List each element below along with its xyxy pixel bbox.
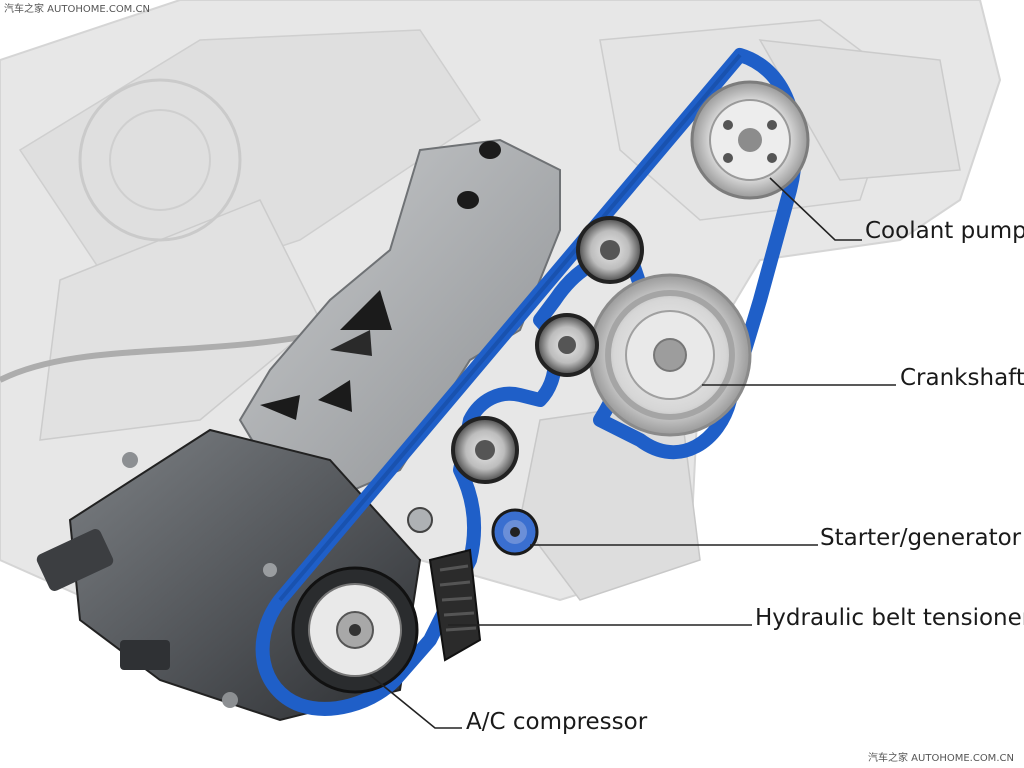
crankshaft-pulley xyxy=(588,273,752,437)
leader-line-coolant-pump xyxy=(769,177,862,241)
idler-pulley-upper xyxy=(576,216,644,284)
hydraulic-belt-tensioner xyxy=(428,548,482,662)
label-starter-generator: Starter/generator xyxy=(820,525,1022,551)
label-ac-compressor: A/C compressor xyxy=(466,709,648,735)
label-hydraulic-belt-tensioner: Hydraulic belt tensioner xyxy=(755,605,1024,631)
label-crankshaft: Crankshaft xyxy=(900,365,1024,391)
ac-compressor-pulley xyxy=(291,566,419,694)
idler-pulley-lower xyxy=(451,416,519,484)
label-coolant-pump: Coolant pump xyxy=(865,218,1024,244)
mounting-bracket xyxy=(238,138,561,502)
coolant-pump-pulley xyxy=(690,80,810,200)
watermark-top-left: 汽车之家 AUTOHOME.COM.CN xyxy=(4,4,150,15)
idler-pulley-middle xyxy=(535,313,599,377)
leader-line-ac-compressor xyxy=(369,674,462,729)
watermark-bottom-right: 汽车之家 AUTOHOME.COM.CN xyxy=(868,753,1014,764)
leader-lines xyxy=(369,177,896,729)
starter-generator-pulley xyxy=(491,508,539,556)
